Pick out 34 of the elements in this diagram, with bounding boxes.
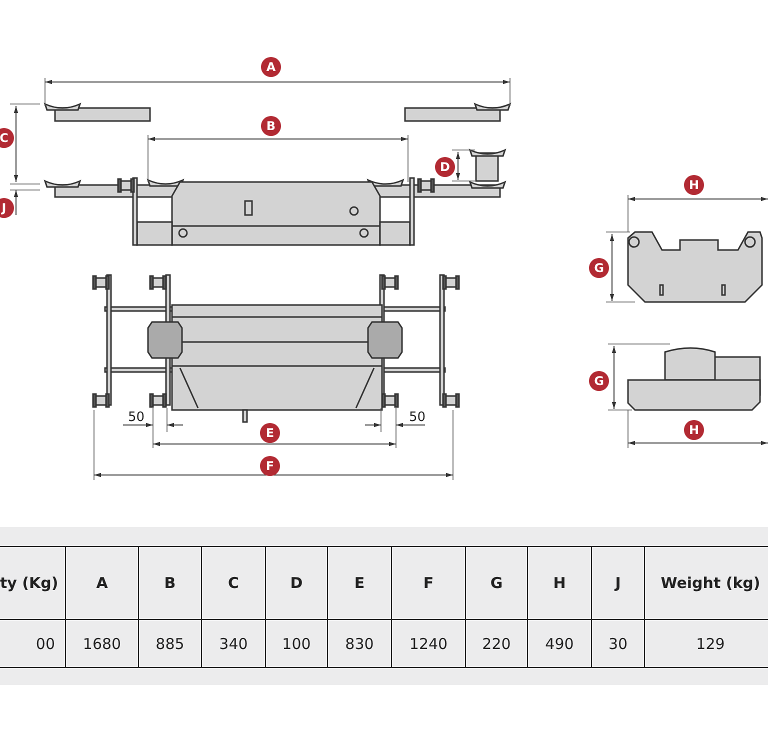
dimension-callout: C: [0, 128, 14, 148]
dimension-callout: G: [589, 371, 609, 391]
column-header: ty (Kg): [0, 546, 66, 620]
dimension-callout: F: [260, 456, 280, 476]
table-cell: 340: [202, 620, 266, 668]
dimension-callout: G: [589, 258, 609, 278]
table-cell: 830: [328, 620, 392, 668]
table-cell: 1680: [66, 620, 138, 668]
table-cell: 30: [592, 620, 644, 668]
table-cell: 885: [138, 620, 202, 668]
dimension-callout: H: [684, 175, 704, 195]
dimension-callout: E: [260, 423, 280, 443]
column-header: C: [202, 546, 266, 620]
column-header: F: [392, 546, 466, 620]
column-header: B: [138, 546, 202, 620]
column-header: G: [466, 546, 528, 620]
dimension-callout: B: [261, 116, 281, 136]
dimension-callout: H: [684, 420, 704, 440]
column-header: D: [266, 546, 328, 620]
column-header: Weight (kg): [644, 546, 768, 620]
dimension-callout: D: [435, 157, 455, 177]
table-cell: 1240: [392, 620, 466, 668]
table-cell: 220: [466, 620, 528, 668]
table-cell: 490: [528, 620, 592, 668]
dimension-value: 50: [128, 411, 145, 425]
dimension-callout: A: [261, 57, 281, 77]
dimension-value: 50: [409, 411, 426, 425]
column-header: H: [528, 546, 592, 620]
table-cell: 100: [266, 620, 328, 668]
column-header: E: [328, 546, 392, 620]
column-header: J: [592, 546, 644, 620]
table-cell: 00: [0, 620, 66, 668]
column-header: A: [66, 546, 138, 620]
dimension-callout: J: [0, 198, 14, 218]
